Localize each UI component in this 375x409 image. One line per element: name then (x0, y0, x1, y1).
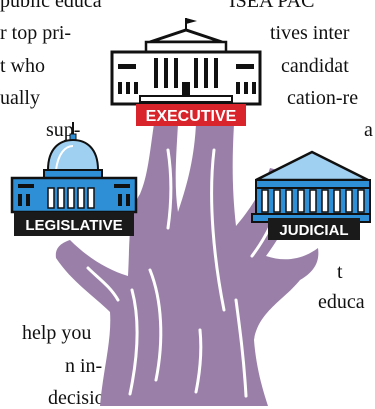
right-text-line-1: ISEA PAC (229, 0, 315, 12)
right-text-line-4: cation-re (287, 87, 359, 109)
trunk-groove (166, 148, 173, 230)
trunk-groove (194, 328, 203, 394)
judicial-label-box (268, 218, 360, 240)
right-text-line-3: candidat (281, 55, 349, 77)
trunk-groove (234, 298, 248, 398)
tree-trunk (55, 124, 319, 406)
trunk-groove (148, 268, 163, 382)
legislative-label-box (14, 212, 134, 236)
left-text-line-2: r top pri- (0, 22, 72, 44)
trunk-groove (210, 148, 226, 312)
left-text-line-4: ually (0, 87, 40, 109)
executive-building: EXECUTIVE (110, 18, 262, 126)
left-text-line-7: n in- (65, 355, 103, 377)
right-text-line-5: a (364, 119, 373, 141)
executive-label: EXECUTIVE (146, 108, 237, 125)
legislative-building: LEGISLATIVE (10, 122, 138, 236)
judicial-building: JUDICIAL (251, 150, 371, 240)
left-text-line-1: public educa (0, 0, 102, 12)
executive-label-box (136, 104, 246, 126)
left-text-line-8: decision (48, 387, 115, 409)
legislative-label: LEGISLATIVE (25, 217, 122, 234)
right-text-line-6: t (337, 261, 343, 283)
trunk-groove (128, 288, 139, 396)
judicial-label: JUDICIAL (279, 222, 348, 239)
left-text-line-6: help you (22, 322, 92, 344)
trunk-groove (86, 266, 120, 302)
left-text-line-3: t who (0, 55, 45, 77)
right-text-line-7: educa (318, 291, 365, 313)
right-text-line-2: tives inter (270, 22, 350, 44)
